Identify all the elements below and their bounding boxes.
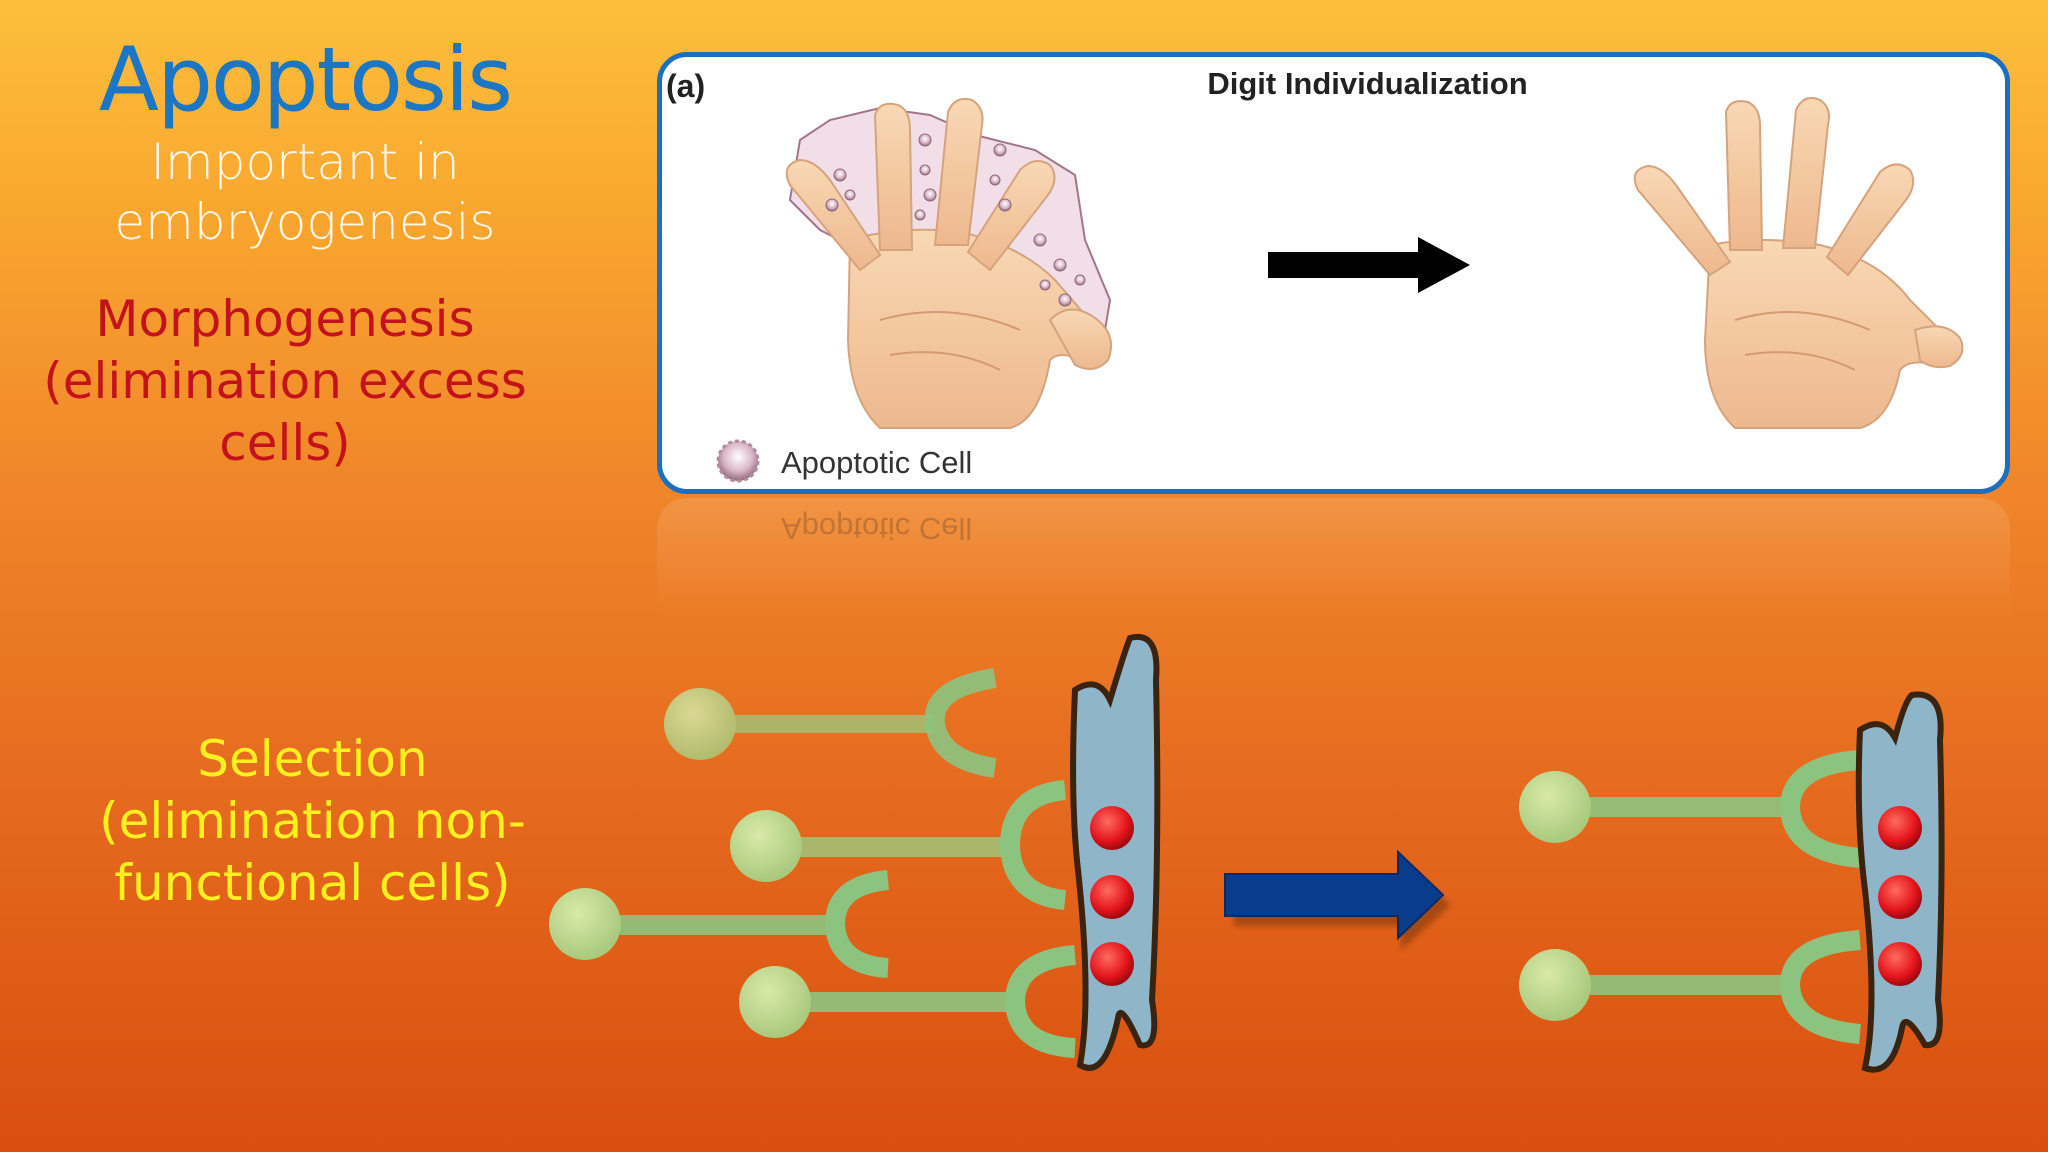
selection-description-line-1: (elimination non- (99, 792, 526, 850)
subtitle-line-2: embryogenesis (114, 193, 496, 251)
finger (785, 158, 882, 272)
receptor-cup (1779, 930, 1862, 1044)
receptor-cells-before (549, 633, 1161, 1071)
morphogenesis-heading: Morphogenesis (95, 290, 475, 348)
antigen-ball (664, 688, 736, 760)
morphogenesis-description: (elimination excess cells) (43, 352, 527, 472)
figure-label: (a) (666, 68, 706, 104)
thumb (1048, 308, 1112, 370)
antigen-ball (739, 966, 811, 1038)
receptor-cells-after (1519, 691, 1945, 1073)
receptor-cup (924, 668, 997, 778)
nucleus-dot (1878, 942, 1922, 986)
nucleus-dot (1090, 806, 1134, 850)
individualized-hand-illustration (1633, 97, 1964, 429)
finger (1781, 97, 1830, 249)
panel-reflection (657, 498, 2010, 618)
receptor-cup (1779, 750, 1862, 868)
finger (933, 97, 984, 246)
antigen-ball (1519, 771, 1591, 843)
transition-arrow (1268, 237, 1470, 293)
receptor-cup (824, 870, 890, 978)
nucleus-dot (1878, 875, 1922, 919)
subtitle-line-1: Important in (150, 133, 460, 191)
selection-arrow (1224, 849, 1451, 950)
finger (966, 160, 1056, 272)
thumb (1913, 325, 1964, 369)
nucleus-dot (1090, 875, 1134, 919)
antigen-ball (1519, 949, 1591, 1021)
nucleus-dot (1878, 806, 1922, 850)
antigen-ball (730, 810, 802, 882)
receptor-cup (999, 780, 1067, 910)
selection-description-line-2: functional cells) (114, 854, 511, 912)
legend-label: Apoptotic Cell (781, 445, 973, 480)
nucleus-dot (1090, 942, 1134, 986)
selection-heading: Selection (197, 730, 428, 788)
finger (1825, 163, 1915, 277)
apoptotic-cell-icon (716, 439, 760, 483)
finger (1724, 100, 1764, 251)
apoptotic-cells-in-webbing (825, 133, 1086, 307)
antigen-ball (549, 888, 621, 960)
receptor-cup (1004, 945, 1077, 1058)
cell-membrane (1070, 633, 1161, 1071)
finger (1633, 164, 1732, 277)
webbed-hand-illustration (785, 97, 1112, 429)
figure-title: Digit Individualization (1207, 66, 1528, 101)
slide-title: Apoptosis (98, 28, 513, 131)
finger (873, 102, 914, 251)
